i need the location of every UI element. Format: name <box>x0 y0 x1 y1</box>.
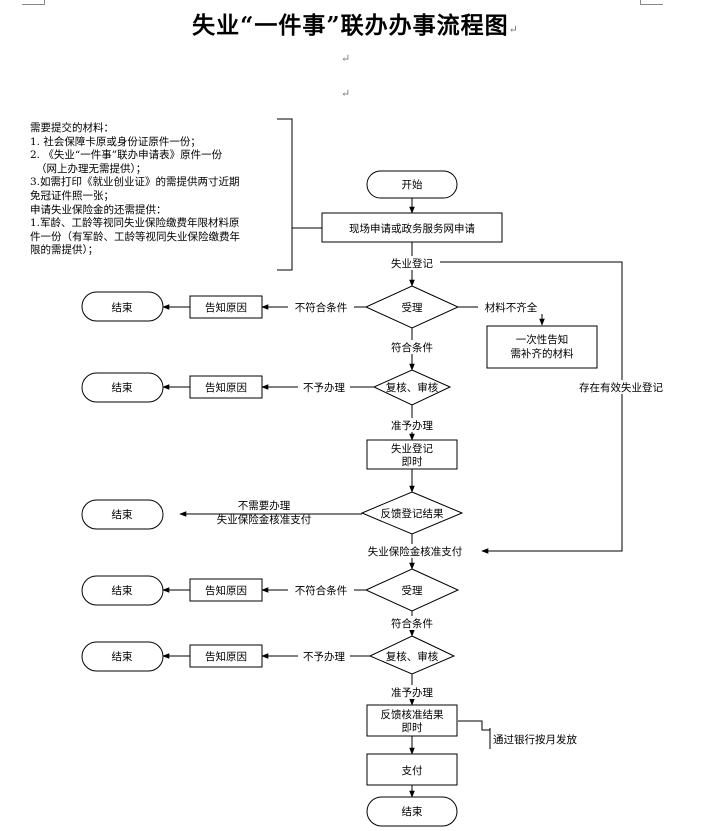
materials-incomplete-label: 材料不齐全 <box>485 301 538 314</box>
paragraph-mark-icon: ↵ <box>508 23 519 36</box>
end-terminator <box>81 372 164 403</box>
materials-line: 1.军龄、工龄等视同失业保险缴费年限材料原 <box>30 217 240 230</box>
reason-label: 告知原因 <box>205 650 247 663</box>
materials-bracket <box>277 118 293 271</box>
pay-label: 支付 <box>402 764 423 777</box>
reason-box <box>189 375 263 399</box>
materials-line: 限的需提供）； <box>30 244 99 257</box>
end-label: 结束 <box>112 301 133 314</box>
notify-missing-box <box>486 325 598 369</box>
register-now-line: 即时 <box>402 456 423 468</box>
approved-label: 准予办理 <box>391 419 433 432</box>
start-terminator <box>366 170 458 199</box>
existing-registration-label: 存在有效失业登记 <box>579 381 663 394</box>
accept-label: 受理 <box>402 302 423 314</box>
start-label: 开始 <box>402 178 423 191</box>
notify-missing-line: 需补齐的材料 <box>511 347 574 360</box>
not-qualified-label: 不符合条件 <box>295 584 348 597</box>
end-label: 结束 <box>112 508 133 521</box>
feedback-approve-line: 即时 <box>402 722 423 734</box>
review-label-2: 复核、审核 <box>386 650 439 663</box>
paragraph-mark-icon: ↵ <box>341 52 351 65</box>
no-need-line: 失业保险金核准支付 <box>217 513 312 526</box>
bank-bracket <box>458 720 490 731</box>
reason-box <box>189 295 263 319</box>
reason-label: 告知原因 <box>205 381 247 394</box>
accept-decision <box>364 285 460 329</box>
not-processed-label: 不予办理 <box>303 650 345 663</box>
materials-line: 申请失业保险金的还需提供： <box>30 203 167 216</box>
materials-line: （网上办理无需提供）； <box>36 162 147 175</box>
arrow-existing-registration <box>412 261 623 554</box>
end-final-label: 结束 <box>402 805 423 818</box>
materials-note: 需要提交的材料： 1. 社会保障卡原或身份证原件一份； 2. 《失业“一件事”联… <box>30 122 292 258</box>
insurance-pay-label: 失业保险金核准支付 <box>368 545 463 558</box>
end-terminator <box>81 499 164 530</box>
review-decision-2 <box>368 635 456 675</box>
feedback-register-label: 反馈登记结果 <box>381 507 444 520</box>
feedback-approve-box <box>366 704 458 737</box>
materials-line: 件一份（有军龄、工龄等视同失业保险缴费年 <box>30 230 240 243</box>
end-terminator-final <box>366 796 458 827</box>
page-corner-mark-left <box>22 0 45 5</box>
reason-label: 告知原因 <box>205 584 247 597</box>
approved-label: 准予办理 <box>391 686 433 699</box>
reason-box <box>189 578 263 602</box>
reason-box <box>189 644 263 668</box>
end-label: 结束 <box>112 381 133 394</box>
materials-line: 1. 社会保障卡原或身份证原件一份； <box>30 135 201 148</box>
end-terminator <box>81 575 164 606</box>
no-need-line: 不需要办理 <box>238 499 291 512</box>
unemployment-registration-label: 失业登记 <box>391 257 433 270</box>
reason-label: 告知原因 <box>205 301 247 314</box>
end-label: 结束 <box>112 650 133 663</box>
end-terminator <box>81 641 164 672</box>
review-label: 复核、审核 <box>386 381 439 394</box>
apply-box <box>321 212 503 243</box>
materials-line: 3.如需打印《就业创业证》的需提供两寸近期 <box>30 176 240 189</box>
end-label: 结束 <box>112 584 133 597</box>
accept-label-2: 受理 <box>402 585 423 597</box>
materials-line: 2. 《失业“一件事”联办申请表》原件一份 <box>30 149 223 162</box>
pay-box <box>366 753 458 786</box>
materials-line: 需要提交的材料： <box>30 122 114 134</box>
bank-monthly-label: 通过银行按月发放 <box>493 733 577 746</box>
page-corner-mark-right <box>640 0 663 5</box>
paragraph-mark-icon: ↵ <box>341 87 351 100</box>
apply-label: 现场申请或政务服务网申请 <box>349 222 475 235</box>
feedback-register-decision <box>360 491 464 535</box>
review-decision <box>372 369 452 406</box>
materials-line: 免冠证件照一张； <box>30 189 114 202</box>
feedback-approve-line: 反馈核准结果 <box>381 708 444 721</box>
register-now-line: 失业登记 <box>391 442 433 455</box>
end-terminator <box>81 291 164 322</box>
not-processed-label: 不予办理 <box>303 381 345 394</box>
page-title: 失业“一件事”联办办事流程图↵ <box>0 6 711 40</box>
accept-decision-2 <box>364 568 460 612</box>
register-now-box <box>366 439 458 470</box>
title-text: 失业“一件事”联办办事流程图 <box>192 12 509 39</box>
notify-missing-line: 一次性告知 <box>516 333 569 346</box>
qualified-label: 符合条件 <box>391 617 433 630</box>
not-qualified-label: 不符合条件 <box>295 301 348 314</box>
qualified-label: 符合条件 <box>391 341 433 354</box>
